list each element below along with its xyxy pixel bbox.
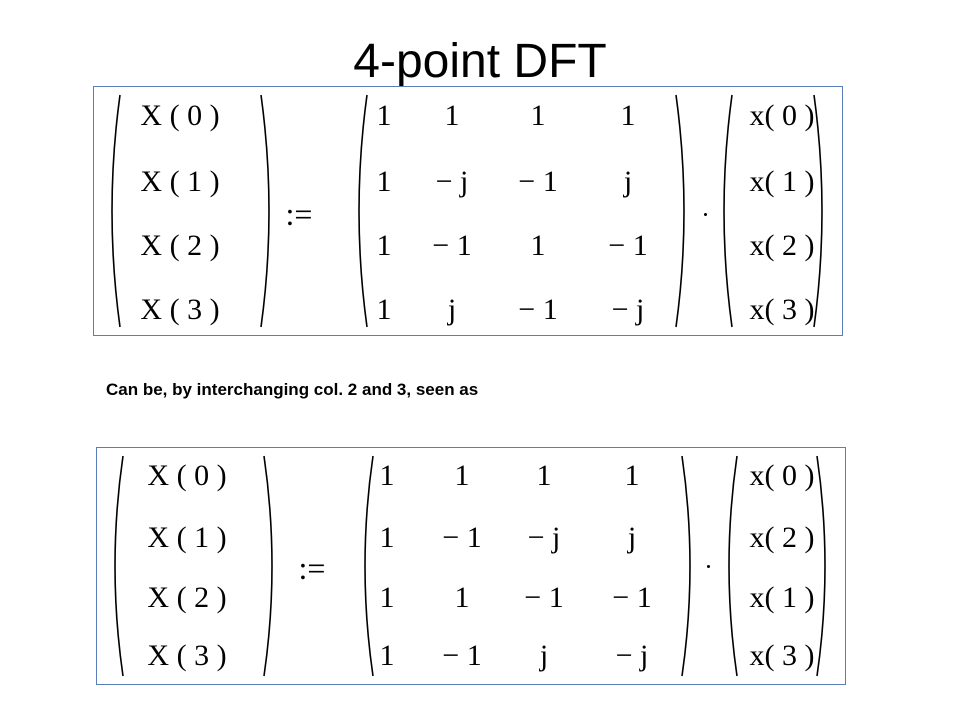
rhs-entry: x( 2 ) xyxy=(749,521,815,554)
matrix-entry: − 1 xyxy=(524,581,564,614)
rhs-vector-right-paren xyxy=(816,455,826,677)
matrix-entry: 1 xyxy=(379,581,395,614)
lhs-entry: X ( 2 ) xyxy=(140,229,220,262)
dft-matrix-left-paren xyxy=(364,455,374,677)
matrix-entry: j xyxy=(447,293,457,326)
matrix-entry: 1 xyxy=(530,229,546,262)
rhs-vector-left-paren xyxy=(723,94,733,328)
matrix-entry: 1 xyxy=(379,521,395,554)
rhs-entry: x( 3 ) xyxy=(749,639,815,672)
matrix-entry: − j xyxy=(435,165,469,198)
matrix-entry: 1 xyxy=(530,99,546,132)
lhs-entry: X ( 3 ) xyxy=(147,639,227,672)
matrix-entry: 1 xyxy=(454,581,470,614)
rhs-entry: x( 3 ) xyxy=(749,293,815,326)
rhs-vector-right-paren xyxy=(813,94,823,328)
matrix-entry: j xyxy=(539,639,549,672)
dft-matrix-right-paren xyxy=(681,455,691,677)
lhs-entry: X ( 2 ) xyxy=(147,581,227,614)
lhs-entry: X ( 0 ) xyxy=(140,99,220,132)
lhs-entry: X ( 0 ) xyxy=(147,459,227,492)
dft-matrix-right-paren xyxy=(675,94,685,328)
matrix-entry: 1 xyxy=(379,459,395,492)
matrix-entry: − 1 xyxy=(608,229,648,262)
matrix-entry: 1 xyxy=(536,459,552,492)
rhs-entry: x( 1 ) xyxy=(749,165,815,198)
matrix-entry: − j xyxy=(615,639,649,672)
matrix-entry: 1 xyxy=(376,229,392,262)
matrix-entry: j xyxy=(627,521,637,554)
matrix-entry: 1 xyxy=(620,99,636,132)
matrix-entry: j xyxy=(623,165,633,198)
lhs-entry: X ( 1 ) xyxy=(147,521,227,554)
dft-equation-original: X ( 0 ) X ( 1 ) X ( 2 ) X ( 3 ) := 1 1 1 1 1 − j − … xyxy=(93,86,843,336)
matrix-entry: − 1 xyxy=(518,293,558,326)
matrix-entry: 1 xyxy=(376,99,392,132)
matrix-entry: 1 xyxy=(444,99,460,132)
matrix-entry: − 1 xyxy=(518,165,558,198)
matrix-entry: 1 xyxy=(454,459,470,492)
lhs-vector-left-paren xyxy=(114,455,124,677)
assign-operator: := xyxy=(285,196,313,232)
matrix-entry: 1 xyxy=(376,165,392,198)
lhs-entry: X ( 1 ) xyxy=(140,165,220,198)
matrix-entry: 1 xyxy=(376,293,392,326)
assign-operator: := xyxy=(298,550,326,586)
matrix-entry: 1 xyxy=(624,459,640,492)
lhs-vector-left-paren xyxy=(111,94,121,328)
matrix-entry: − 1 xyxy=(442,639,482,672)
dft-matrix-left-paren xyxy=(358,94,368,328)
rhs-entry: x( 0 ) xyxy=(749,459,815,492)
matrix-entry: − j xyxy=(527,521,561,554)
rhs-entry: x( 2 ) xyxy=(749,229,815,262)
rhs-entry: x( 0 ) xyxy=(749,99,815,132)
matrix-entry: − j xyxy=(611,293,645,326)
matrix-entry: − 1 xyxy=(442,521,482,554)
matrix-entry: 1 xyxy=(379,639,395,672)
dft-equation-reordered: X ( 0 ) X ( 1 ) X ( 2 ) X ( 3 ) := 1 1 1 1 1 − 1 − … xyxy=(96,447,846,685)
multiply-dot xyxy=(704,213,707,216)
matrix-entry: − 1 xyxy=(432,229,472,262)
caption-text: Can be, by interchanging col. 2 and 3, s… xyxy=(106,380,479,399)
lhs-vector-right-paren xyxy=(263,455,273,677)
lhs-vector-right-paren xyxy=(260,94,270,328)
slide-title: 4-point DFT xyxy=(353,35,607,88)
rhs-vector-left-paren xyxy=(728,455,738,677)
lhs-entry: X ( 3 ) xyxy=(140,293,220,326)
matrix-entry: − 1 xyxy=(612,581,652,614)
multiply-dot xyxy=(707,565,710,568)
rhs-entry: x( 1 ) xyxy=(749,581,815,614)
